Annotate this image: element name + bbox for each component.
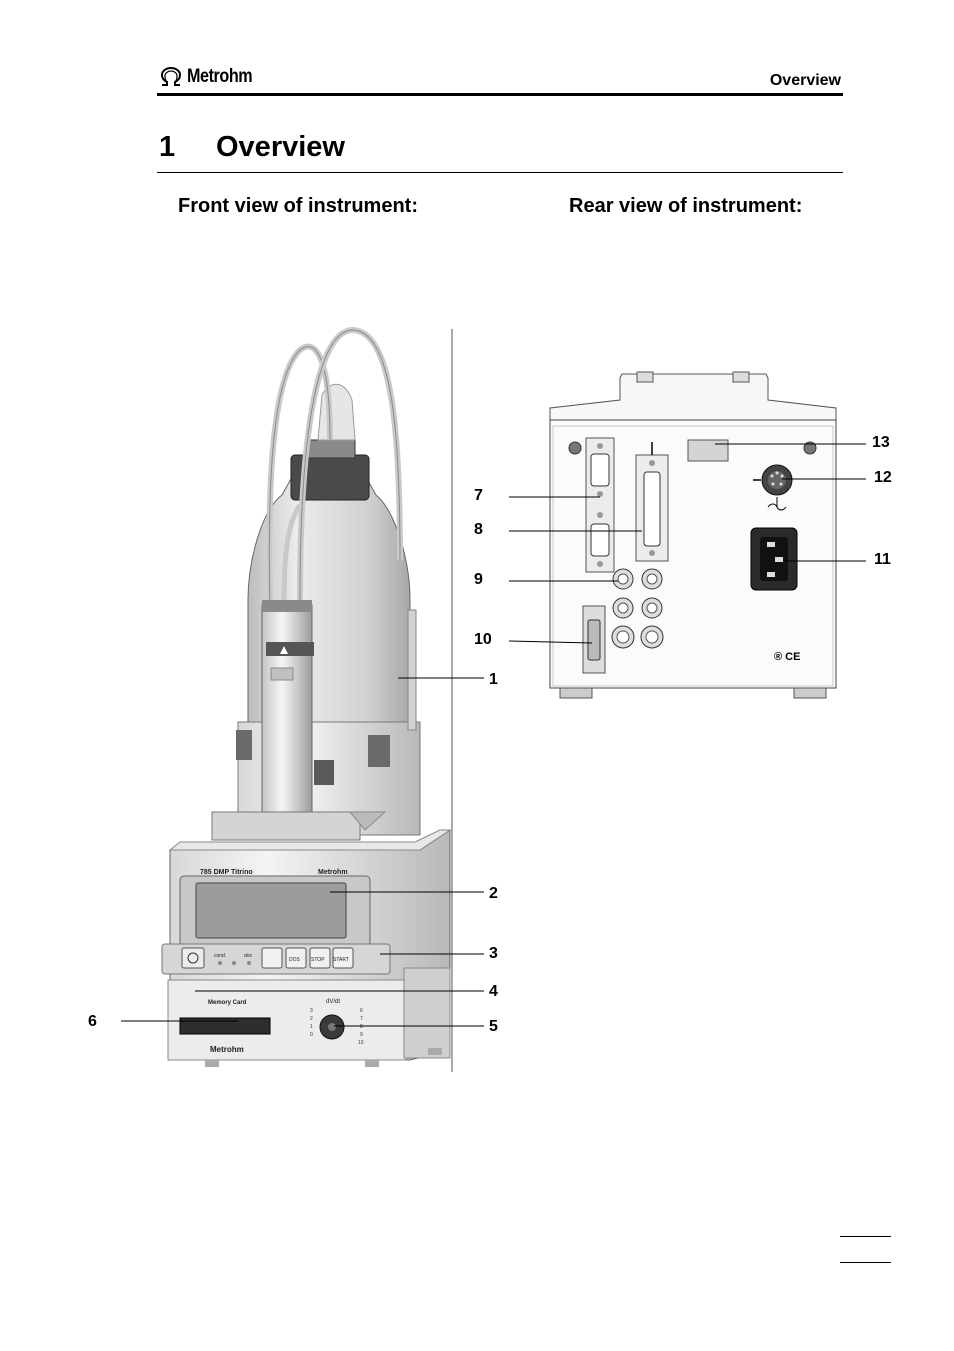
svg-text:0: 0 bbox=[310, 1032, 313, 1038]
callout-3: 3 bbox=[489, 945, 498, 962]
svg-text:STOP: STOP bbox=[311, 957, 325, 963]
callout-10: 10 bbox=[474, 631, 492, 648]
key-dos bbox=[285, 947, 307, 969]
callout-12: 12 bbox=[874, 469, 892, 486]
svg-text:1: 1 bbox=[310, 1024, 313, 1030]
rear-view-drawing: ® CE bbox=[549, 371, 837, 699]
callout-13: 13 bbox=[872, 434, 890, 451]
led-dos-label: dos bbox=[244, 953, 253, 959]
header-rule bbox=[157, 93, 843, 96]
front-view-heading: Front view of instrument: bbox=[178, 195, 418, 217]
svg-text:9: 9 bbox=[360, 1032, 363, 1038]
rs232-connector-top bbox=[590, 453, 610, 487]
callout-4: 4 bbox=[489, 983, 498, 1000]
callout-2: 2 bbox=[489, 885, 498, 902]
key-start bbox=[332, 947, 354, 969]
key-stop bbox=[309, 947, 331, 969]
footer-rule-top bbox=[840, 1236, 891, 1237]
brand-logo: Metrohm bbox=[159, 66, 264, 88]
chapter-rule bbox=[157, 172, 843, 173]
svg-text:3: 3 bbox=[310, 1008, 313, 1014]
brand-name: Metrohm bbox=[187, 66, 253, 87]
key-stirrer bbox=[261, 947, 283, 969]
front-view-drawing: 785 DMP Titrino Metrohm cond. dos DOS ST… bbox=[161, 326, 452, 1067]
base-plate bbox=[211, 811, 361, 841]
memory-card-slot bbox=[179, 1017, 271, 1035]
callout-5: 5 bbox=[489, 1018, 498, 1035]
burette-cylinder bbox=[261, 604, 313, 816]
bottom-brand-label: Metrohm bbox=[210, 1045, 244, 1054]
rs232-connector-bottom bbox=[590, 523, 610, 557]
power-button bbox=[181, 947, 205, 969]
callout-11: 11 bbox=[874, 551, 891, 568]
callout-7: 7 bbox=[474, 487, 483, 504]
svg-text:6: 6 bbox=[360, 1008, 363, 1014]
callout-8: 8 bbox=[474, 521, 483, 538]
chapter-title: Overview bbox=[216, 131, 345, 163]
callout-6: 6 bbox=[88, 1013, 97, 1030]
callout-1: 1 bbox=[489, 671, 498, 688]
svg-text:2: 2 bbox=[310, 1016, 313, 1022]
remote-connector bbox=[643, 471, 661, 547]
display-screen bbox=[195, 882, 347, 939]
type-plate bbox=[687, 439, 729, 462]
metrohm-omega-icon bbox=[160, 67, 182, 86]
svg-text:7: 7 bbox=[360, 1016, 363, 1022]
dosing-rate-label: dV/dt bbox=[326, 999, 340, 1005]
svg-text:8: 8 bbox=[360, 1024, 363, 1030]
callout-9: 9 bbox=[474, 571, 483, 588]
memory-card-label: Memory Card bbox=[208, 1000, 247, 1006]
rear-view-heading: Rear view of instrument: bbox=[569, 195, 803, 217]
certification-marks: ® CE bbox=[774, 651, 800, 663]
svg-text:10: 10 bbox=[358, 1040, 364, 1046]
svg-text:DOS: DOS bbox=[289, 957, 301, 963]
footer-rule-bottom bbox=[840, 1262, 891, 1263]
svg-text:START: START bbox=[333, 957, 349, 963]
led-cond-label: cond. bbox=[214, 953, 226, 959]
model-label: 785 DMP Titrino bbox=[200, 869, 253, 876]
chapter-number: 1 bbox=[159, 131, 176, 163]
body-brand-label: Metrohm bbox=[318, 869, 348, 876]
chapter-heading: 1 Overview bbox=[159, 131, 345, 164]
stirrer-connector bbox=[587, 619, 601, 661]
header-section-title: Overview bbox=[769, 72, 841, 89]
